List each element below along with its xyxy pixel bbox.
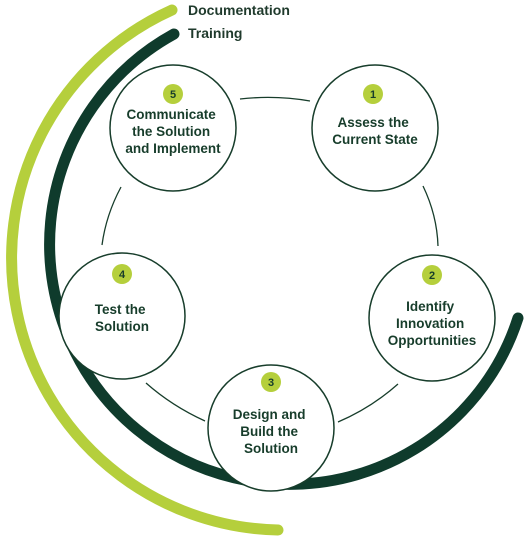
step-4-circle [58, 252, 186, 380]
cycle-connectors [101, 96, 439, 423]
step-4-number: 4 [119, 269, 126, 281]
documentation-label: Documentation [188, 2, 290, 18]
svg-text:Test the Solution: Test the Solution [95, 302, 150, 334]
step-5-circle [109, 64, 237, 192]
step-3-badge [261, 372, 281, 392]
step-5-line-2: the Solution [132, 124, 210, 139]
training-arc [44, 28, 524, 490]
connector-3-4 [145, 382, 206, 422]
step-1: 1 Assess the Current State [311, 64, 439, 192]
step-4: 4 Test the Solution [58, 252, 186, 380]
step-2-line-3: Opportunities [388, 333, 477, 348]
step-2-circle [368, 254, 496, 382]
step-1-line-2: Current State [332, 132, 418, 147]
step-3-line-3: Solution [244, 441, 298, 456]
step-5-line-3: and Implement [125, 141, 221, 156]
step-2-badge [422, 265, 442, 285]
step-4-line-1: Test the [95, 302, 146, 317]
step-5: 5 Communicate the Solution and Implement [109, 64, 237, 192]
connector-1-2 [422, 185, 439, 247]
training-label: Training [188, 25, 242, 41]
connector-5-1 [239, 96, 311, 102]
svg-text:Communicate the Solution: Communicate the Solution and Implement [125, 107, 221, 156]
step-2-line-1: Identify [406, 299, 454, 314]
step-3-line-1: Design and [233, 407, 306, 422]
documentation-arc [6, 4, 284, 536]
step-3-circle [207, 364, 335, 492]
step-5-line-1: Communicate [126, 107, 216, 122]
step-5-badge [163, 84, 183, 104]
connector-4-5 [101, 186, 122, 246]
step-3-line-2: Build the [240, 424, 298, 439]
step-1-line-1: Assess the [337, 115, 409, 130]
connector-2-3 [337, 383, 399, 423]
step-4-badge [112, 264, 132, 284]
svg-text:Design and Build the: Design and Build the Solution [233, 407, 310, 456]
svg-text:Identify Innovation: Identify Innovation Opportunities [388, 299, 477, 348]
step-4-line-2: Solution [95, 319, 149, 334]
step-1-badge [363, 84, 383, 104]
step-3: 3 Design and Build the Solution [207, 364, 335, 492]
step-2: 2 Identify Innovation Opportunities [368, 254, 496, 382]
step-5-number: 5 [170, 89, 176, 101]
step-3-number: 3 [268, 377, 274, 389]
step-2-number: 2 [429, 270, 435, 282]
step-1-circle [311, 64, 439, 192]
svg-text:Assess the Current State: Assess the Current State [332, 115, 418, 147]
step-2-line-2: Innovation [396, 316, 464, 331]
step-1-number: 1 [370, 89, 376, 101]
